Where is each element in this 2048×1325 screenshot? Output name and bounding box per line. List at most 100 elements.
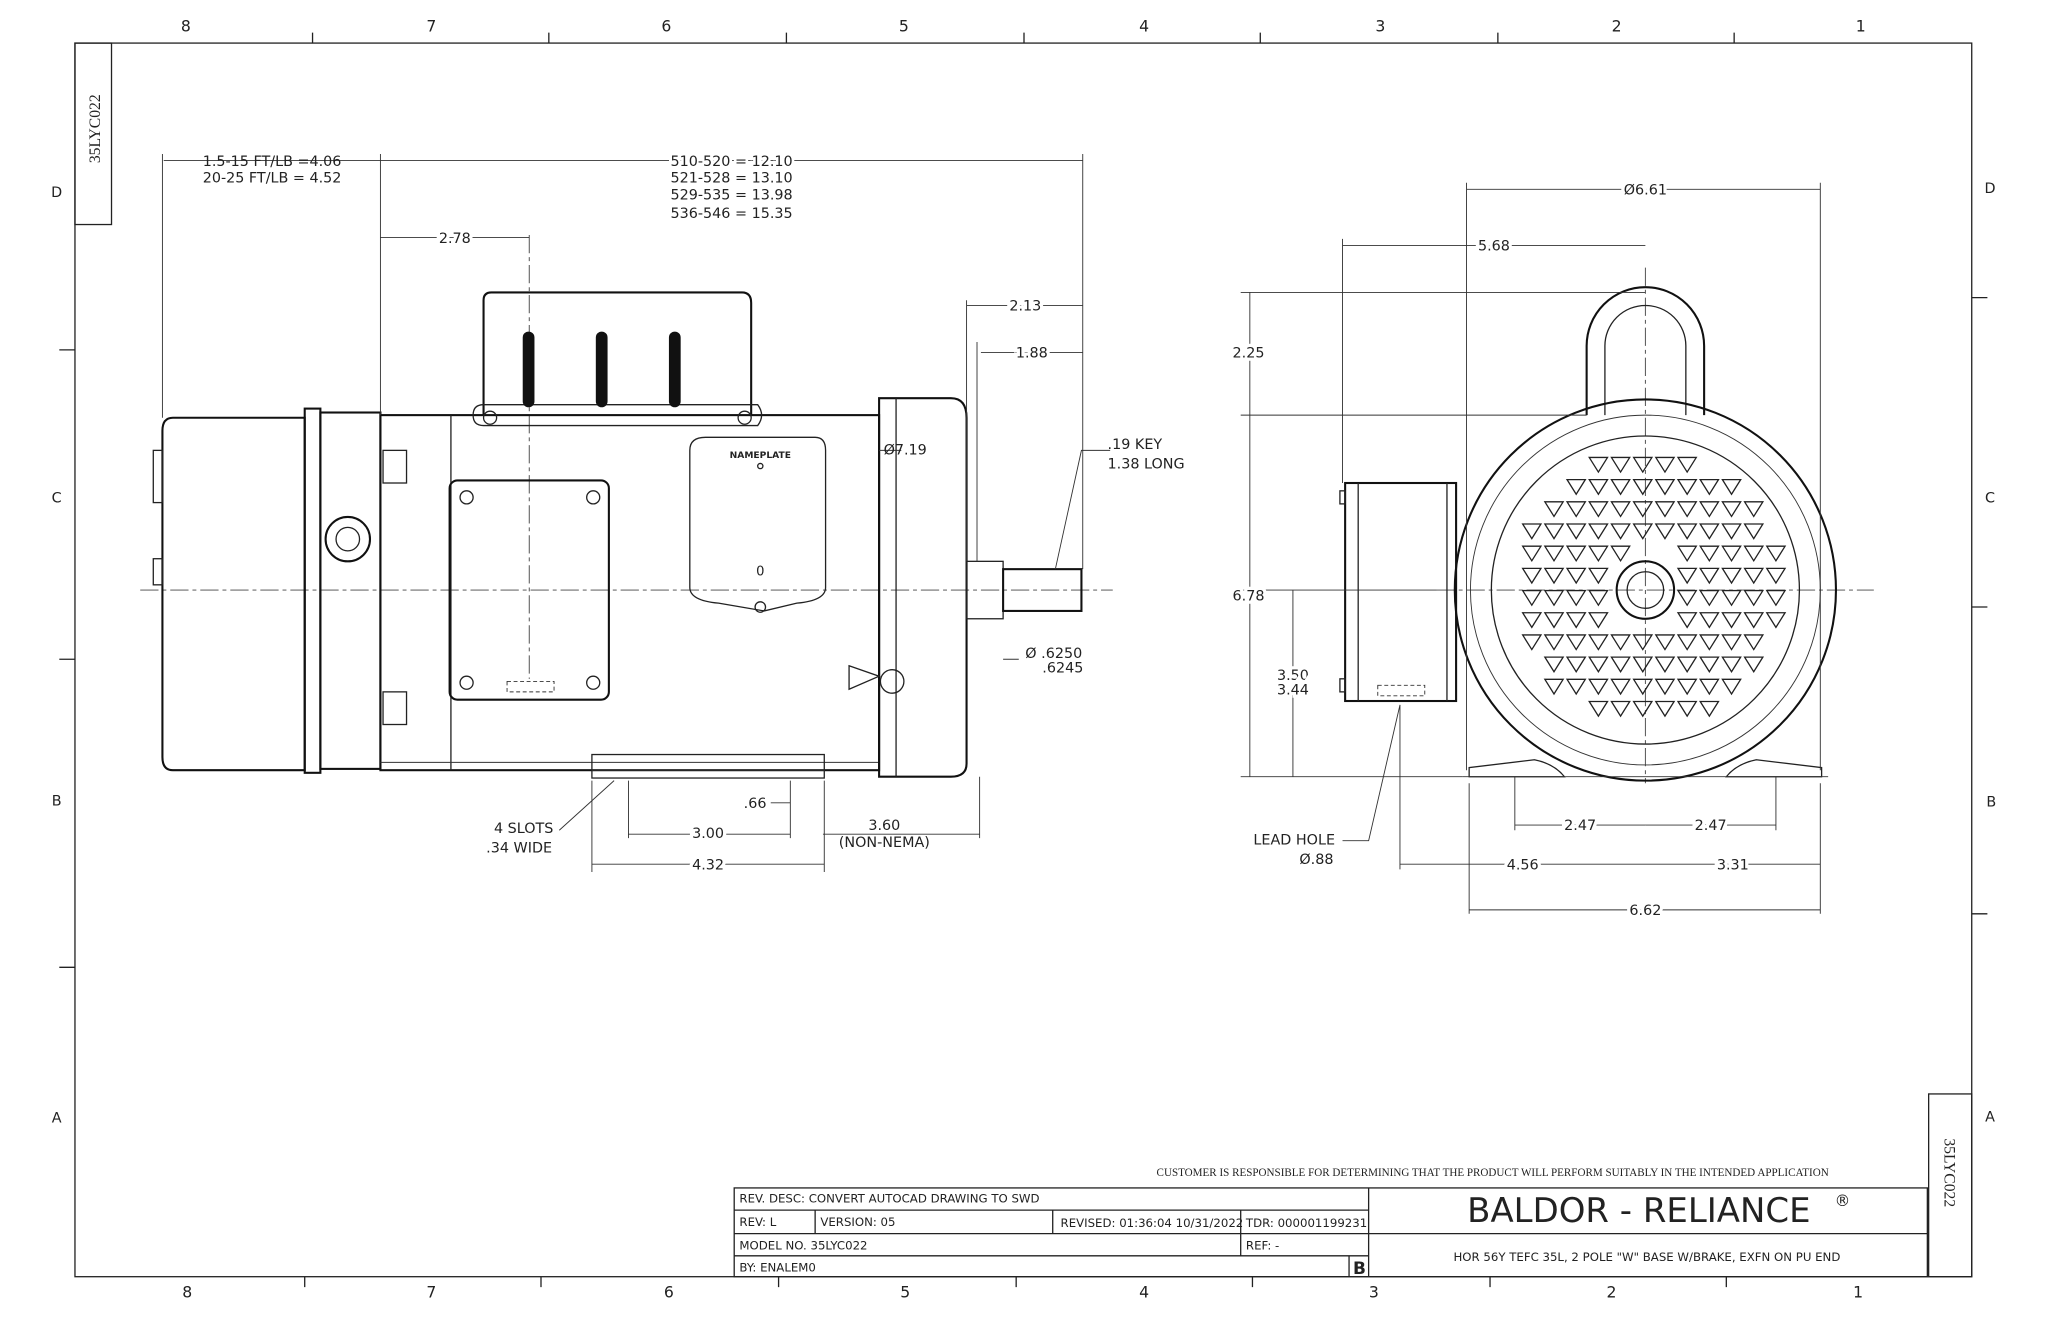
fan-vent-triangle [1543,678,1565,696]
conduit-box [482,291,753,416]
fan-vent-triangle [1610,478,1631,496]
fan-vent-triangle [1699,589,1720,607]
fan-vent-triangle [1565,634,1587,651]
fan-vent-triangle [1765,567,1787,585]
dim-length-4: 536-546 = 15.35 [671,206,793,222]
dim-662: 6.62 [1629,903,1661,919]
fan-vent-triangle [1588,456,1609,474]
fan-vent-triangle [1588,700,1609,718]
description: HOR 56Y TEFC 35L, 2 POLE "W" BASE W/BRAK… [1453,1250,1840,1264]
col-label: 5 [900,1283,910,1302]
fan-vent-triangle [1743,545,1765,563]
fan-vent-triangle [1610,656,1631,674]
fan-vent-triangle [1543,501,1565,518]
fan-vent-triangle [1743,567,1765,585]
sheet-size: B [1353,1259,1366,1279]
col-label: 5 [899,16,909,35]
end-conduit-box [1344,481,1458,703]
fan-vent-triangle [1565,656,1587,674]
fan-vent-triangle [1588,634,1609,651]
fan-vent-triangle [1699,656,1720,674]
fan-vent-triangle [1632,634,1654,651]
fan-vent-triangle [1654,456,1676,474]
fan-vent-triangle [1610,545,1631,563]
dim-247-right: 2.47 [1695,818,1727,834]
dim-331: 3.31 [1717,857,1749,873]
zone-labels-bottom: 8 7 6 5 4 3 2 1 [182,1283,1863,1302]
row-label: B [52,793,62,809]
fan-vent-triangle [1721,656,1742,674]
row-label: D [1984,181,1995,197]
slots-label-1: 4 SLOTS [494,821,553,837]
fan-vent-triangle [1721,589,1742,607]
fan-vent-triangle [1721,567,1742,585]
fan-vent-triangle [1588,567,1609,585]
lifting-eye [1585,286,1706,416]
zone-labels-side: D C B A D C B A [51,181,1996,1126]
fan-vent-triangle [1765,589,1787,607]
corner-box [74,42,113,226]
model-number: MODEL NO. 35LYC022 [739,1238,867,1252]
zone-ticks [59,32,1988,1288]
fan-vent-triangle [1654,700,1676,718]
mounting-base [591,753,825,779]
fan-vent-triangle [1676,700,1698,718]
dim-213: 2.13 [1009,299,1041,315]
dim-661: Ø6.61 [1624,183,1667,199]
row-label: C [1985,491,1995,507]
dim-432: 4.32 [692,857,724,873]
fan-vent-triangle [1588,656,1609,674]
fan-vent-triangle [1543,634,1565,651]
row-label: C [52,491,62,507]
fan-vent-triangle [1743,634,1765,651]
dimension-lines [161,154,1111,873]
fan-vent-triangle [1565,567,1587,585]
fan-vent-triangle [1521,612,1543,629]
fan-vent-triangle [1676,478,1698,496]
col-label: 2 [1606,1283,1616,1302]
fan-vent-triangle [1676,456,1698,474]
dim-350: 3.50 [1277,668,1309,684]
dim-300: 3.00 [692,826,724,842]
sheet-border [74,42,1973,1278]
motor-frame [379,414,881,772]
fan-vent-triangle [1632,656,1654,674]
dim-length-2: 521-528 = 13.10 [671,171,793,187]
fan-vent-triangle [1765,612,1787,629]
dim-278: 2.78 [439,231,471,247]
side-model-label: 35LYC022 [1940,1138,1957,1207]
shaft [1002,568,1083,612]
fan-vent-triangle [1743,612,1765,629]
fan-vent-triangle [1632,478,1654,496]
fan-vent-triangle [1610,501,1631,518]
col-label: 3 [1369,1283,1379,1302]
fan-vent-triangle [1654,634,1676,651]
nameplate-zero: 0 [756,565,764,580]
fan-vent-triangle [1521,545,1543,563]
fan-vent-triangle [1721,501,1742,518]
registered-mark: ® [1835,1191,1851,1210]
shaft-dia-2: .6245 [1042,660,1083,676]
drawn-by: BY: ENALEM0 [739,1260,815,1274]
title-block: CUSTOMER IS RESPONSIBLE FOR DETERMINING … [733,1093,1973,1279]
fan-vent-triangle [1565,545,1587,563]
key-label-2: 1.38 LONG [1108,457,1185,473]
fan-vent-triangle [1588,612,1609,629]
end-shield [878,397,968,778]
fan-vent-triangle [1743,523,1765,540]
col-label: 7 [426,1283,436,1302]
fan-vent-triangle [1588,589,1609,607]
shaft-hub [1615,560,1676,620]
fan-vent-triangle [1588,523,1609,540]
fan-vent-triangle [1721,545,1742,563]
end-housing [1453,398,1838,782]
fan-vent-triangle [1632,678,1654,696]
fan-vent-triangle [1699,545,1720,563]
dim-188: 1.88 [1016,346,1048,362]
col-label: 4 [1139,16,1149,35]
fan-vent-triangle [1588,678,1609,696]
cover-plate [448,479,610,701]
col-label: 7 [426,16,436,35]
fan-vent-triangle [1632,456,1654,474]
fan-vent-triangle [1721,634,1742,651]
